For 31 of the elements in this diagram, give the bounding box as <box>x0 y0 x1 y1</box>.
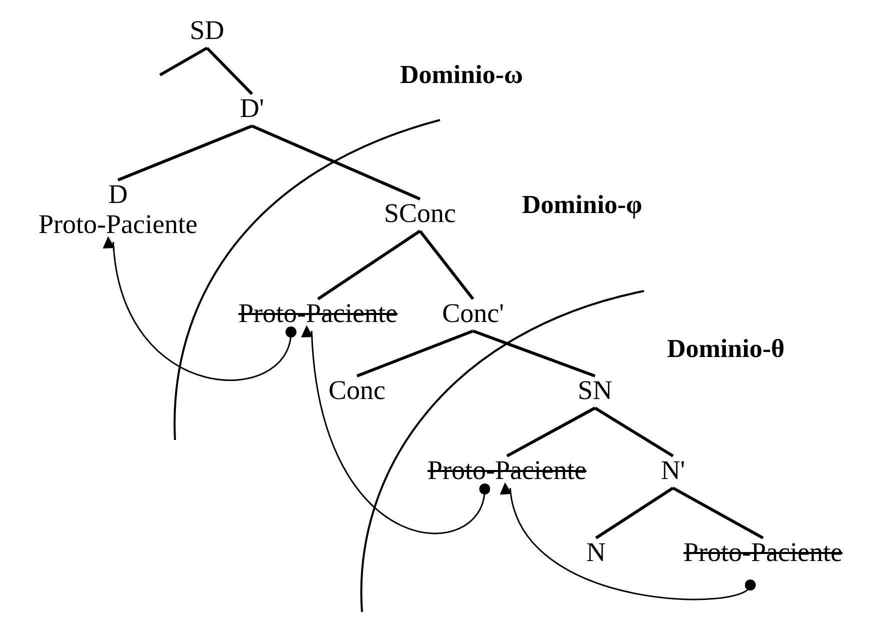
tree-node-label: SN <box>578 375 612 405</box>
tree-node-label: D' <box>240 93 264 123</box>
movement-arrow <box>500 483 756 600</box>
tree-branch <box>206 46 254 96</box>
struck-trace-label: Proto-Paciente <box>238 298 398 328</box>
tree-branch <box>418 230 474 300</box>
tree-node-label: N' <box>660 455 686 485</box>
tree-node-label: SConc <box>384 198 456 228</box>
movement-arrow <box>103 236 296 381</box>
tree-node-label: Conc' <box>442 298 504 328</box>
tree-branch <box>251 124 421 200</box>
domain-label: Dominio-ω <box>400 60 524 90</box>
struck-trace-label: Proto-Paciente <box>428 455 586 485</box>
tree-node-label: N <box>586 537 606 567</box>
tree-branch <box>356 330 474 378</box>
domain-label: Dominio-θ <box>667 334 785 364</box>
tree-branch <box>117 124 253 182</box>
moved-phrase-label: Proto-Paciente <box>38 209 198 239</box>
struck-trace-label: Proto-Paciente <box>684 537 842 567</box>
tree-node-label: D <box>107 179 129 209</box>
tree-branch <box>317 230 421 300</box>
movement-arrow <box>301 325 490 534</box>
tree-branch <box>672 486 764 540</box>
domain-label: Dominio-φ <box>522 190 642 220</box>
tree-branch <box>472 330 596 378</box>
tree-branch <box>594 406 674 458</box>
tree-node-label: SD <box>190 15 224 45</box>
tree-branch <box>159 46 208 76</box>
tree-node-label: Conc <box>328 375 386 405</box>
tree-branch <box>595 486 674 540</box>
tree-branch <box>506 406 596 458</box>
